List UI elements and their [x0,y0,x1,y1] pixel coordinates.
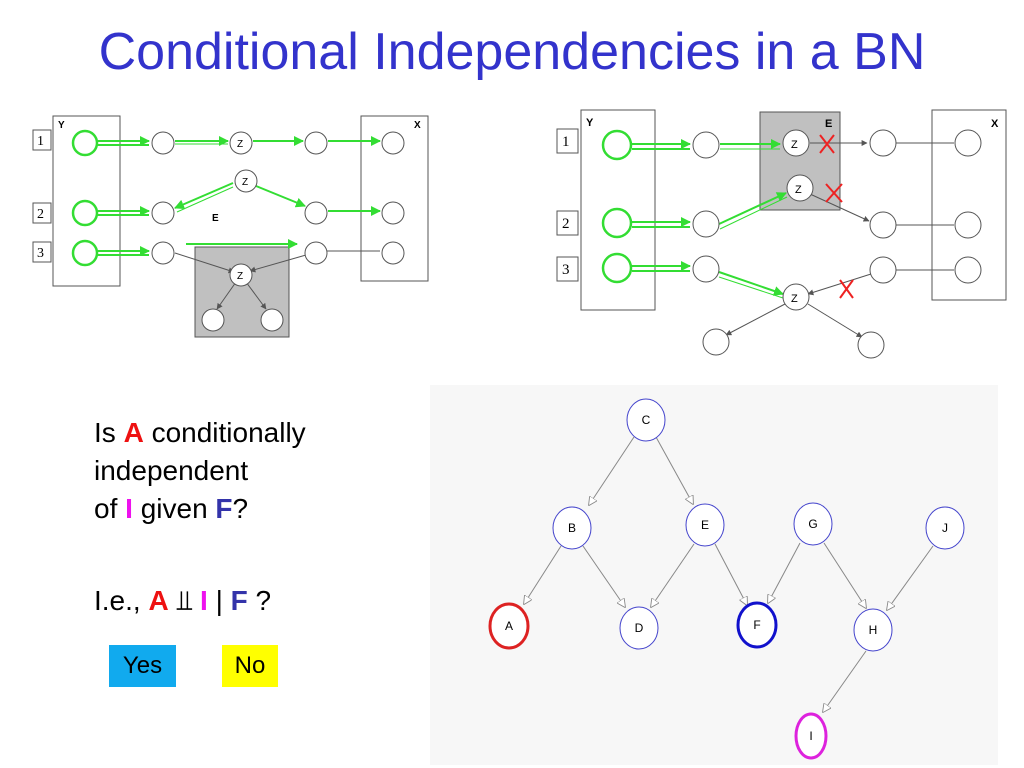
left-row-3-box [32,241,52,263]
node-j: J [925,506,965,550]
left-z1-label: Z [237,139,243,150]
right-x-box [931,109,1007,301]
right-z2-label: Z [795,184,802,196]
left-z3-label: Z [237,271,243,282]
node-e: E [685,503,725,547]
left-y-label: Y [58,120,65,131]
edge-b-a [524,545,562,604]
right-evidence-label: E [825,118,832,130]
ie-question-mark: ? [247,585,272,616]
ie-variable-a: A [148,585,169,616]
right-row-3-label: 3 [562,262,570,278]
svg-text:J: J [942,521,948,535]
left-row-2-box [32,202,52,224]
question-line-2: independent [94,455,249,486]
bn-graph: C B E G J A D F H I [430,385,998,765]
left-row-1-label: 1 [37,134,44,149]
question-text-is: Is [94,417,124,448]
edge-c-b [589,436,635,505]
ie-variable-f: F [230,585,248,616]
ie-text: I.e., [94,585,149,616]
left-row-2-label: 2 [37,207,44,222]
left-diagram: Y X 1 2 3 [32,115,429,338]
question-line-3: of I given F? [94,490,248,528]
ie-line: I.e., A ⫫ I | F ? [94,582,271,620]
edge-h-i [823,650,867,712]
right-y-label: Y [586,117,594,129]
svg-text:G: G [808,517,817,531]
edge-c-e [655,436,693,504]
slide-title: Conditional Independencies in a BN [98,23,926,81]
variable-f: F [215,493,233,524]
edge-e-d [651,543,695,607]
svg-text:E: E [701,518,709,532]
right-diagram: Y X E 1 2 3 [556,109,1007,359]
given-bar: | [207,585,231,616]
right-x-label: X [991,118,999,130]
left-evidence-label: E [212,213,219,224]
svg-text:B: B [568,521,576,535]
variable-a: A [123,417,144,448]
edge-g-h [823,542,866,608]
svg-text:H: H [869,623,878,637]
variable-i: I [125,493,133,524]
bn-graph-background [430,385,998,765]
right-row-3-box [556,256,579,282]
question-mark: ? [232,493,249,524]
edge-e-f [714,543,747,605]
left-z2-label: Z [242,177,248,188]
left-x-box [360,115,429,282]
right-row-2-box [556,210,579,236]
edge-j-h [887,545,934,610]
question-text-conditionally: conditionally [143,417,306,448]
no-button[interactable]: No [222,645,278,687]
node-h: H [853,608,893,652]
right-row-2-label: 2 [562,216,570,232]
node-g: G [793,502,833,546]
right-row-1-box [556,128,579,154]
left-y-box [52,115,121,287]
ie-variable-i: I [200,585,208,616]
edge-g-f [768,542,801,603]
edge-b-d [582,545,625,607]
right-z1-label: Z [791,139,798,151]
right-row-1-label: 1 [562,134,570,150]
svg-text:C: C [642,413,651,427]
question-line-1: Is A conditionally [94,414,306,452]
node-d: D [619,606,659,650]
svg-text:A: A [505,619,513,633]
node-f: F [736,601,778,649]
left-row-3-label: 3 [37,246,44,261]
node-c: C [626,398,666,442]
svg-text:I: I [809,729,812,743]
left-x-label: X [414,120,421,131]
right-z3-label: Z [791,293,798,305]
node-i: I [794,712,828,760]
node-a: A [488,602,530,650]
node-b: B [552,506,592,550]
yes-button[interactable]: Yes [109,645,176,687]
right-y-box [580,109,656,311]
svg-text:F: F [753,618,760,632]
left-row-1-box [32,129,52,151]
svg-text:D: D [635,621,644,635]
question-text-of: of [94,493,126,524]
independence-symbol: ⫫ [176,585,193,616]
question-text-given: given [132,493,216,524]
